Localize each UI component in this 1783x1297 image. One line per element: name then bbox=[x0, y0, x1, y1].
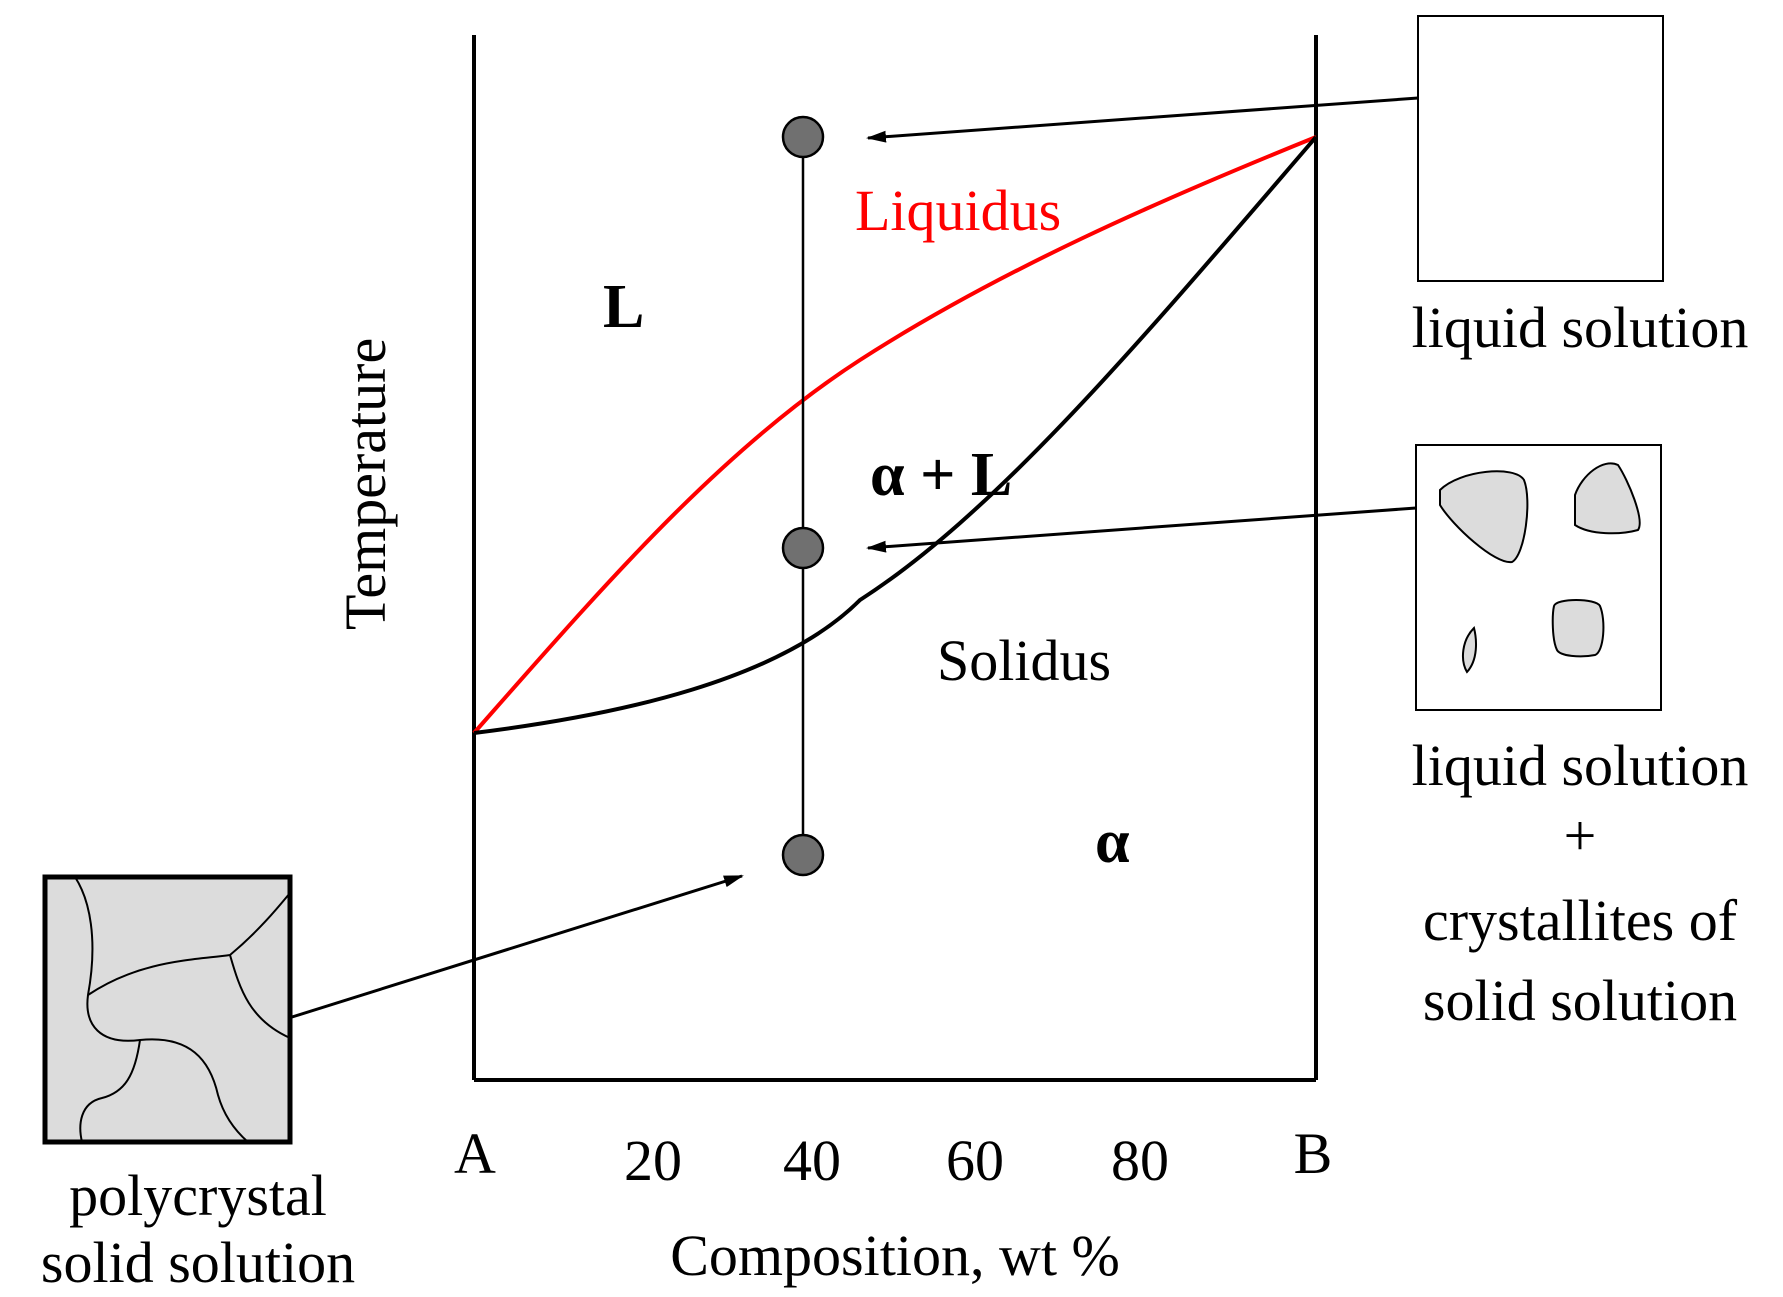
inset-two-phase-caption-1: liquid solution bbox=[1412, 733, 1749, 798]
liquidus-curve bbox=[472, 135, 1317, 735]
x-tick-60: 60 bbox=[946, 1128, 1004, 1193]
inset-two-phase-caption-2: + bbox=[1564, 803, 1597, 868]
region-solid-label: α bbox=[1095, 808, 1130, 876]
solidus-curve bbox=[473, 135, 1318, 735]
grain-boundary-4 bbox=[79, 1039, 141, 1143]
grain-boundary-1 bbox=[74, 876, 249, 1143]
arrow-liquid bbox=[866, 96, 1419, 143]
crystallites bbox=[1439, 462, 1641, 674]
region-two-phase-label: α + L bbox=[870, 441, 1012, 509]
x-tick-b: B bbox=[1294, 1121, 1333, 1186]
arrow-two-phase bbox=[866, 506, 1417, 553]
inset-polycrystal-caption-1: polycrystal bbox=[69, 1163, 327, 1228]
axes-frame bbox=[472, 35, 1318, 1082]
x-tick-a: A bbox=[454, 1121, 496, 1186]
x-tick-80: 80 bbox=[1111, 1128, 1169, 1193]
state-point-solid bbox=[781, 833, 825, 877]
liquidus-label: Liquidus bbox=[855, 178, 1061, 243]
inset-polycrystal-caption-2: solid solution bbox=[41, 1230, 355, 1295]
x-axis-label: Composition, wt % bbox=[670, 1223, 1120, 1288]
inset-two-phase-caption-3: crystallites of bbox=[1423, 888, 1738, 953]
solidus-label: Solidus bbox=[937, 628, 1111, 693]
inset-liquid-caption: liquid solution bbox=[1412, 295, 1749, 360]
state-point-liquid bbox=[781, 115, 825, 159]
crystallite-4 bbox=[1461, 626, 1478, 674]
grain-boundary-3 bbox=[229, 954, 291, 1039]
grain-boundary-2 bbox=[87, 892, 291, 996]
y-axis-label: Temperature bbox=[333, 338, 398, 630]
inset-polycrystal-box bbox=[42, 874, 293, 1145]
crystallite-3 bbox=[1551, 599, 1605, 658]
grain-boundaries bbox=[74, 876, 291, 1143]
inset-two-phase-caption-4: solid solution bbox=[1423, 968, 1737, 1033]
crystallite-2 bbox=[1574, 462, 1641, 535]
inset-liquid-box bbox=[1417, 15, 1664, 282]
x-tick-40: 40 bbox=[783, 1128, 841, 1193]
region-liquid-label: L bbox=[603, 273, 644, 341]
arrow-solid bbox=[291, 874, 744, 1019]
state-point-two-phase bbox=[781, 526, 825, 570]
crystallite-1 bbox=[1439, 470, 1529, 564]
x-tick-20: 20 bbox=[624, 1128, 682, 1193]
